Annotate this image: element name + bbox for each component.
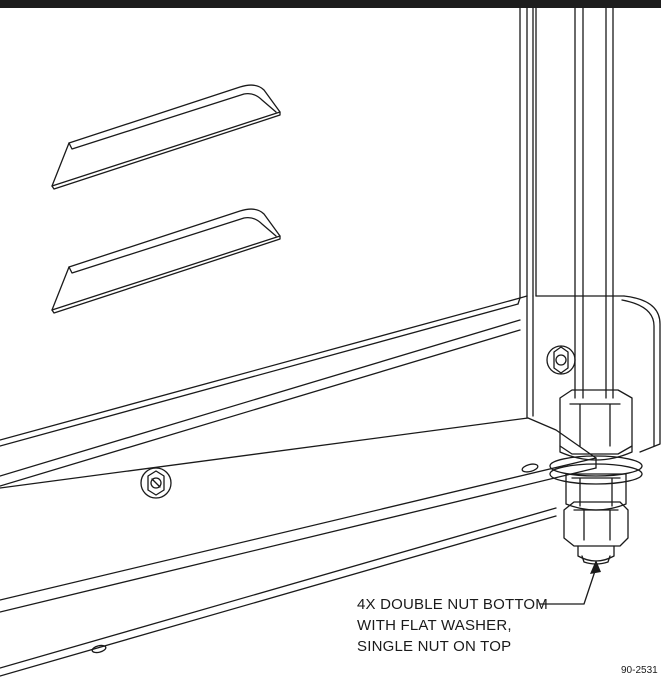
callout-line-1: 4X DOUBLE NUT BOTTOM	[357, 596, 548, 613]
hex-bolt-left	[140, 467, 172, 499]
callout-line-2: WITH FLAT WASHER,	[357, 617, 512, 634]
header-bar	[0, 0, 661, 8]
threaded-rod	[574, 7, 614, 399]
nut-bottom-2	[563, 501, 629, 547]
figure-id: 90-2531	[621, 665, 658, 676]
callout-line-3: SINGLE NUT ON TOP	[357, 638, 512, 655]
louver-upper	[51, 84, 281, 190]
callout-leader	[539, 567, 597, 605]
leader-arrowhead	[590, 560, 601, 574]
hex-bolt-bracket	[546, 345, 576, 375]
rail-holes	[91, 463, 539, 654]
callout-text: 4X DOUBLE NUT BOTTOM WITH FLAT WASHER, S…	[357, 594, 548, 657]
louver-lower	[51, 208, 281, 314]
corner-bracket	[532, 7, 661, 453]
nut-bottom-1	[565, 473, 627, 511]
nut-top	[559, 389, 633, 461]
flat-washer	[549, 455, 643, 485]
panel-outline	[0, 7, 528, 447]
